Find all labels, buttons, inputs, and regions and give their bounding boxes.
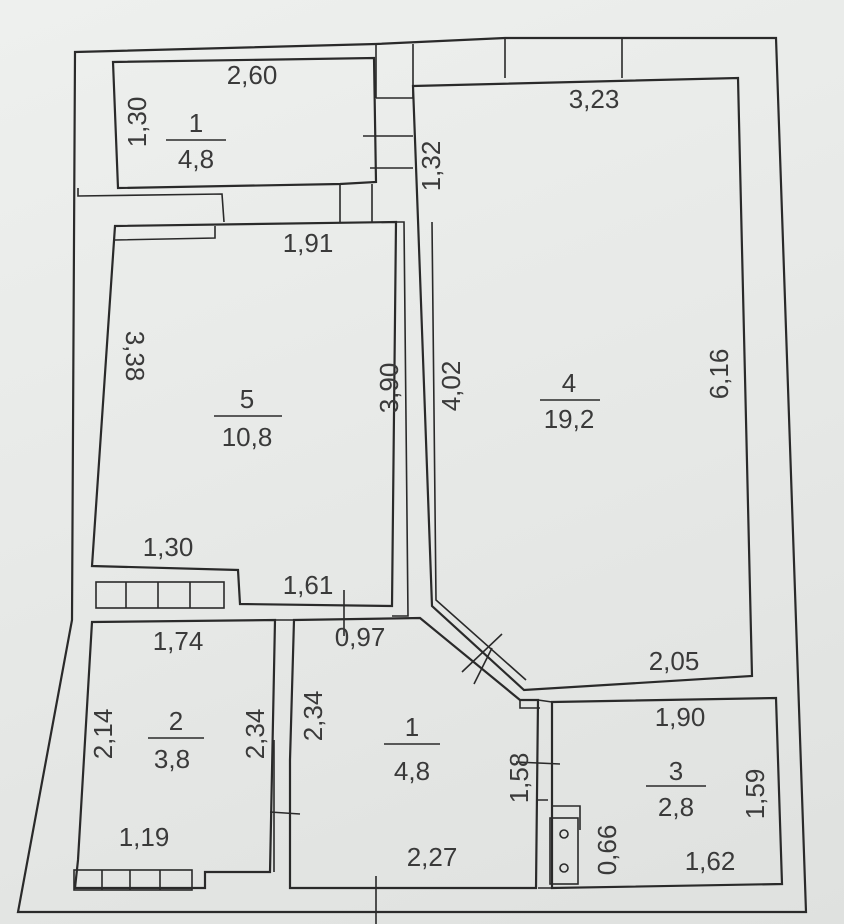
room-1-label: 1 4,8: [384, 712, 440, 786]
stove-icon: [549, 817, 579, 885]
room-5-wall: [90, 220, 398, 608]
room-5-top-step: [77, 188, 225, 241]
dim-r5-bottom-left: 1,30: [143, 532, 194, 562]
room-1-wall: [288, 616, 540, 890]
dim-r3-right: 1,59: [740, 769, 770, 820]
room-6-door: [339, 184, 373, 222]
room-number: 3: [669, 756, 683, 786]
dim-r2-left: 2,14: [88, 709, 118, 760]
corridor-lines: [363, 97, 413, 169]
dim-r1-right: 1,58: [504, 753, 534, 804]
dim-r1-top: 0,97: [335, 622, 386, 652]
partition-5-4: [392, 221, 409, 617]
room-number: 4: [562, 368, 576, 398]
dim-r1-left: 2,34: [298, 691, 328, 742]
dim-r6-width: 2,60: [227, 60, 278, 90]
dim-r2-width: 1,74: [153, 626, 204, 656]
room-area: 3,8: [154, 744, 190, 774]
dim-r1-bottom: 2,27: [407, 842, 458, 872]
window-top-left: [375, 44, 414, 98]
room-area: 2,8: [658, 792, 694, 822]
window-top-right: [504, 38, 623, 78]
room-3-inner: [537, 699, 581, 889]
dim-r2-bottom: 1,19: [119, 822, 170, 852]
room-4-label: 4 19,2: [540, 368, 600, 434]
dim-r5-left: 3,38: [120, 331, 150, 382]
room-area: 4,8: [394, 756, 430, 786]
dim-corridor-upper: 1,32: [416, 141, 446, 192]
room-6-wall: [111, 56, 378, 190]
dim-r5-width: 1,91: [283, 228, 334, 258]
radiator-room-2: [73, 869, 193, 891]
room-1-details: [343, 590, 561, 924]
dim-r4-inner: 4,02: [436, 361, 466, 412]
dim-r3-width: 1,90: [655, 702, 706, 732]
room-number: 5: [240, 384, 254, 414]
room-number: 2: [169, 706, 183, 736]
room-2-label: 2 3,8: [148, 706, 204, 774]
room-5-label: 5 10,8: [214, 384, 282, 452]
dim-r5-right: 3,90: [374, 363, 404, 414]
room-2-wall: [73, 618, 277, 890]
dim-r4-bottom: 2,05: [649, 646, 700, 676]
dim-r3-bottom: 1,62: [685, 846, 736, 876]
room-4-inner-edge: [431, 221, 527, 681]
room-number: 1: [189, 108, 203, 138]
room-area: 10,8: [222, 422, 273, 452]
door-room-4: [461, 633, 503, 685]
radiator-room-5: [95, 581, 225, 609]
dim-r3-left: 0,66: [592, 825, 622, 876]
dim-r4-height: 6,16: [704, 349, 734, 400]
outer-wall: [16, 36, 808, 914]
dim-r4-width: 3,23: [569, 84, 620, 114]
room-3-wall: [550, 696, 784, 890]
room-6-label: 1 4,8: [166, 108, 226, 174]
dim-r6-height: 1,30: [122, 97, 152, 148]
room-3-label: 3 2,8: [646, 756, 706, 822]
room-number: 1: [405, 712, 419, 742]
room-area: 19,2: [544, 404, 595, 434]
dim-r2-right: 2,34: [240, 709, 270, 760]
room-area: 4,8: [178, 144, 214, 174]
room-2-door: [269, 619, 301, 872]
dim-r5-bottom-right: 1,61: [283, 570, 334, 600]
room-4-wall: [411, 76, 754, 692]
